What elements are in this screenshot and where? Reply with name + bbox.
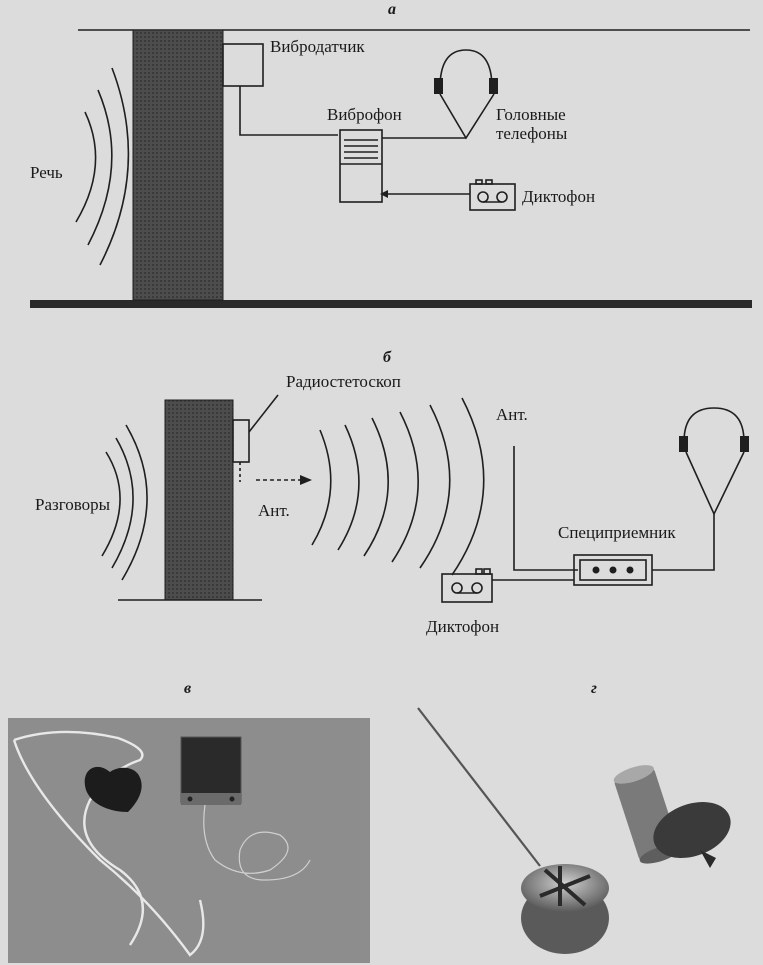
radio-waves (311, 397, 485, 576)
headphones-label-1: Головные (496, 105, 566, 124)
receiver-to-headphones-wire (652, 514, 715, 571)
vibro-sensor-label: Вибродатчик (270, 37, 365, 56)
antenna-arrow (300, 475, 312, 485)
panel-label-b: б (383, 349, 392, 366)
radiostethoscope-box (232, 419, 250, 463)
headphones-label-2: телефоны (496, 124, 568, 143)
receiver-antenna-wire (513, 446, 578, 571)
disc-icon (653, 801, 731, 859)
disc-tab (700, 850, 716, 868)
bowl-clips (539, 866, 591, 907)
device-box-icon (180, 736, 242, 804)
radiostethoscope-label: Радиостетоскоп (286, 372, 401, 391)
speech-label: Речь (30, 163, 63, 182)
panel-label-a: а (388, 1, 396, 18)
headphones-b-icon (679, 407, 749, 516)
wall-a (132, 29, 224, 301)
floor-line-a (30, 300, 752, 308)
speech-waves-a (75, 67, 130, 266)
photo-g (417, 707, 731, 954)
antenna-left-label: Ант. (258, 501, 290, 520)
antenna-rod (417, 707, 541, 867)
conversation-waves (101, 424, 148, 581)
photo-v (8, 718, 370, 963)
dictaphone-b-icon (441, 568, 493, 603)
device-box-bottom (181, 793, 241, 805)
dictaphone-b-label: Диктофон (426, 617, 499, 636)
earpiece-icon (84, 766, 142, 812)
vibrophone-box (339, 129, 383, 203)
vibro-sensor-box (222, 43, 264, 87)
special-receiver-label: Специприемник (558, 523, 676, 542)
dictaphone-a-icon (469, 179, 516, 211)
vibrophone-label: Виброфон (327, 105, 402, 124)
arrow-to-vibrophone (380, 190, 388, 198)
panel-label-g: г (591, 680, 597, 697)
tangled-wires (203, 804, 311, 881)
sensor-to-vibrophone-wire (239, 86, 338, 136)
radiostethoscope-leader (248, 394, 279, 433)
vibrophone-grille (344, 139, 378, 159)
headphones-a-icon (434, 49, 498, 140)
wall-b (164, 399, 234, 601)
dictaphone-a-label: Диктофон (522, 187, 595, 206)
panel-label-v: в (184, 680, 191, 697)
antenna-right-label: Ант. (496, 405, 528, 424)
conversations-label: Разговоры (35, 495, 111, 514)
special-receiver-icon (573, 554, 653, 586)
